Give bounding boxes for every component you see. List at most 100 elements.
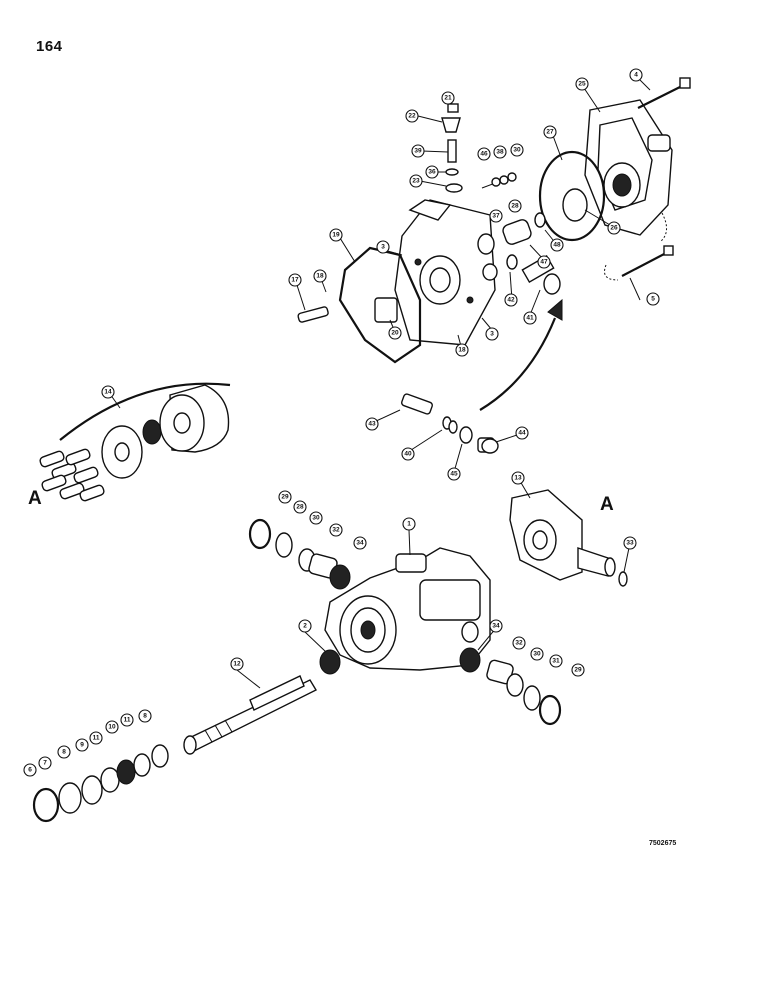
svg-text:36: 36 bbox=[428, 169, 436, 176]
svg-text:28: 28 bbox=[296, 504, 304, 511]
svg-text:12: 12 bbox=[233, 661, 241, 668]
callout-20: 20 bbox=[388, 326, 402, 340]
svg-text:8: 8 bbox=[62, 749, 66, 756]
ring-11 bbox=[100, 767, 120, 793]
cylinder-block bbox=[159, 384, 230, 453]
seal-7 bbox=[58, 782, 82, 814]
illustration-reference-code: 7502675 bbox=[649, 840, 677, 847]
plug-41 bbox=[506, 254, 561, 295]
callout-17: 17 bbox=[288, 273, 302, 287]
svg-text:34: 34 bbox=[356, 540, 364, 547]
callout-28b: 28 bbox=[293, 500, 307, 514]
svg-text:43: 43 bbox=[368, 421, 376, 428]
svg-text:3: 3 bbox=[381, 244, 385, 251]
callout-2: 2 bbox=[298, 619, 312, 633]
bearing-34 bbox=[329, 564, 351, 590]
svg-text:45: 45 bbox=[450, 471, 458, 478]
callout-4: 4 bbox=[629, 68, 643, 82]
callout-7: 7 bbox=[38, 756, 52, 770]
oring-36 bbox=[445, 168, 459, 176]
page-number: 164 bbox=[36, 38, 63, 55]
sleeve-47 bbox=[502, 212, 546, 245]
callout-36: 36 bbox=[425, 165, 439, 179]
view-label-a-left: A bbox=[28, 488, 42, 509]
valve-plate-part bbox=[394, 199, 498, 346]
svg-text:37: 37 bbox=[492, 213, 500, 220]
svg-text:30: 30 bbox=[533, 651, 541, 658]
cover-gasket bbox=[538, 150, 606, 242]
callout-33: 33 bbox=[623, 536, 637, 550]
ring-11b bbox=[133, 753, 151, 777]
svg-text:9: 9 bbox=[80, 742, 84, 749]
callout-18: 18 bbox=[313, 269, 327, 283]
spool-39 bbox=[447, 139, 457, 163]
callout-5: 5 bbox=[646, 292, 660, 306]
callout-29a: 29 bbox=[278, 490, 292, 504]
svg-text:20: 20 bbox=[391, 330, 399, 337]
oring-31 bbox=[523, 685, 541, 711]
callout-27: 27 bbox=[543, 125, 557, 139]
spring-set-37-38 bbox=[481, 172, 517, 189]
bearing-30-right bbox=[506, 673, 524, 697]
svg-text:28: 28 bbox=[511, 203, 519, 210]
svg-text:29: 29 bbox=[281, 494, 289, 501]
svg-text:3: 3 bbox=[490, 331, 494, 338]
svg-text:13: 13 bbox=[514, 475, 522, 482]
svg-text:46: 46 bbox=[480, 151, 488, 158]
callout-21: 21 bbox=[441, 91, 455, 105]
washer-8 bbox=[81, 775, 103, 805]
oring-45 bbox=[459, 426, 473, 444]
svg-text:10: 10 bbox=[108, 724, 116, 731]
retainer-plate bbox=[101, 425, 143, 479]
svg-text:40: 40 bbox=[404, 451, 412, 458]
callout-23: 23 bbox=[409, 174, 423, 188]
svg-text:39: 39 bbox=[414, 148, 422, 155]
svg-text:19: 19 bbox=[332, 232, 340, 239]
callout-47: 47 bbox=[537, 255, 551, 269]
bearing-34-right bbox=[459, 647, 481, 673]
callout-43: 43 bbox=[365, 417, 379, 431]
callout-32b: 32 bbox=[512, 636, 526, 650]
svg-text:1: 1 bbox=[407, 521, 411, 528]
callout-markers: 21 22 39 36 23 46 38 30 37 28 4 25 27 26… bbox=[23, 68, 660, 777]
callout-10: 10 bbox=[105, 720, 119, 734]
callout-30: 30 bbox=[510, 143, 524, 157]
spherical-washer bbox=[142, 419, 162, 445]
group-bracket-14 bbox=[59, 382, 231, 441]
callout-19: 19 bbox=[329, 228, 343, 242]
washer-8b bbox=[151, 744, 169, 768]
svg-text:29: 29 bbox=[574, 667, 582, 674]
callout-3a: 3 bbox=[376, 240, 390, 254]
svg-text:31: 31 bbox=[552, 658, 560, 665]
svg-text:21: 21 bbox=[444, 95, 452, 102]
svg-text:2: 2 bbox=[303, 623, 307, 630]
drive-shaft-part bbox=[183, 675, 317, 755]
callout-44: 44 bbox=[515, 426, 529, 440]
svg-text:11: 11 bbox=[93, 735, 100, 742]
callout-32a: 32 bbox=[329, 523, 343, 537]
pistons-part bbox=[39, 448, 105, 502]
spool-cap-21 bbox=[447, 103, 459, 113]
svg-text:41: 41 bbox=[526, 315, 534, 322]
svg-text:30: 30 bbox=[513, 147, 521, 154]
svg-text:44: 44 bbox=[518, 430, 526, 437]
svg-text:5: 5 bbox=[651, 296, 655, 303]
callout-30c: 30 bbox=[530, 647, 544, 661]
cover-bolt-4 bbox=[637, 77, 691, 109]
snap-ring-6 bbox=[32, 787, 60, 823]
callout-37: 37 bbox=[489, 209, 503, 223]
swashplate-part bbox=[509, 489, 616, 581]
svg-text:30: 30 bbox=[312, 515, 320, 522]
svg-text:48: 48 bbox=[553, 242, 561, 249]
svg-text:42: 42 bbox=[507, 297, 515, 304]
callout-41: 41 bbox=[523, 311, 537, 325]
bearing-2 bbox=[319, 649, 341, 675]
svg-text:34: 34 bbox=[492, 623, 500, 630]
cover-seal-26 bbox=[562, 188, 588, 222]
callout-25: 25 bbox=[575, 77, 589, 91]
svg-text:14: 14 bbox=[104, 389, 112, 396]
end-cover-part bbox=[584, 99, 673, 236]
oring-33 bbox=[618, 571, 628, 587]
callout-34a: 34 bbox=[353, 536, 367, 550]
